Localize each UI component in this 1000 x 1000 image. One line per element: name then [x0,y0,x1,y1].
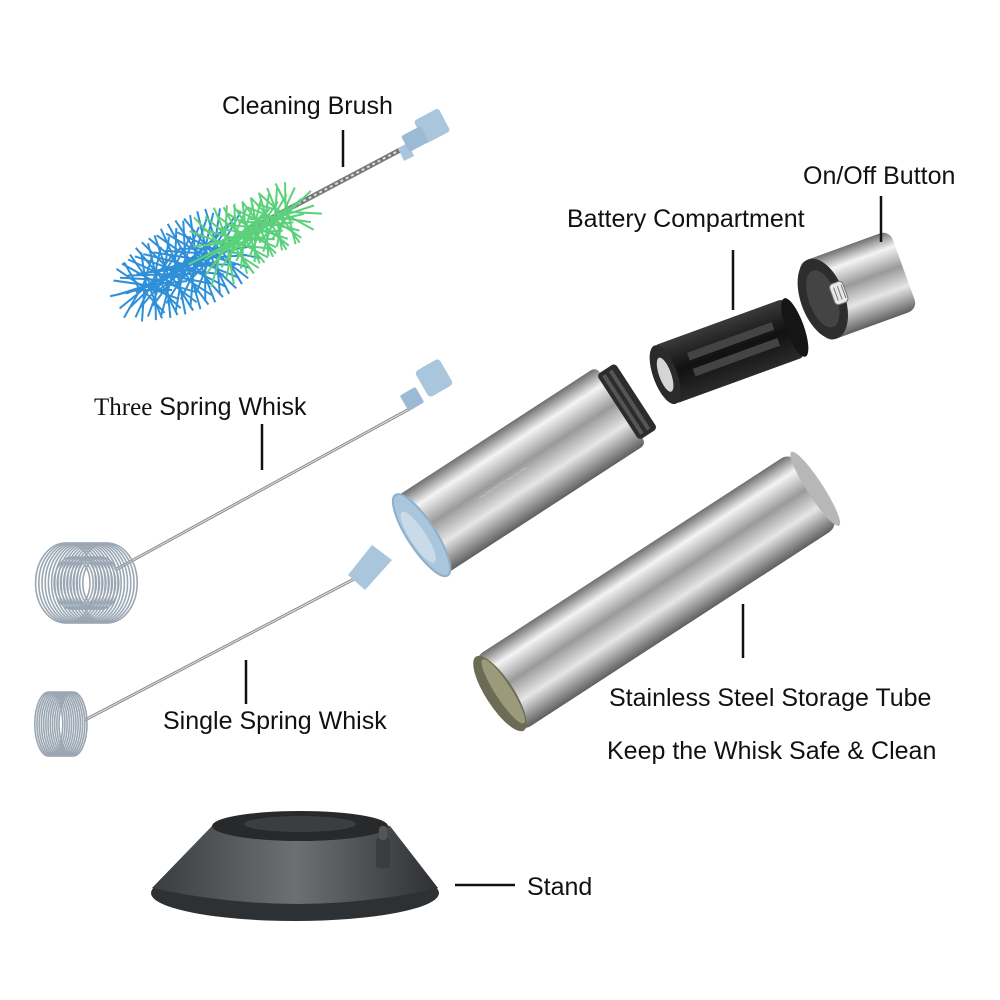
label-stand: Stand [527,873,593,901]
label-three-spring-whisk-rest: Spring Whisk [159,393,307,421]
bristle [222,206,241,239]
bristle [249,197,259,230]
bristle [241,202,248,235]
motor-body: ~~~~~~~ [391,364,656,578]
bristle [233,203,237,241]
label-three-spring-whisk-first: Three [94,394,153,421]
on-off-cap [797,232,916,340]
bristle [262,193,270,226]
bristle [174,267,185,313]
label-battery-compartment: Battery Compartment [567,205,805,233]
label-single-spring-whisk: Single Spring Whisk [163,707,387,735]
bristle [193,241,232,248]
cleaning-brush [109,109,450,322]
bristle [212,207,231,245]
bristle [204,239,237,261]
bristle [225,244,235,285]
brush-handle [398,109,450,161]
bristle [175,270,187,315]
bristle [259,193,285,217]
stand [151,811,439,921]
battery-compartment [649,298,809,405]
bristle [273,187,279,220]
three-spring-whisk [34,359,453,624]
bristle [165,263,191,304]
bristle [249,215,282,221]
bristle [225,241,235,279]
bristle [146,265,187,292]
bristle [275,215,285,247]
label-three-spring-whisk: Three Spring Whisk [94,393,307,421]
storage-tube [473,451,841,732]
bristle [119,276,160,281]
bristle [165,249,210,255]
bristle [289,211,323,215]
bristle [287,190,312,214]
bristle [189,230,228,246]
bristle [159,259,198,290]
whisk-coil-triple [34,542,138,624]
bristle [173,227,178,272]
bristle [262,220,274,252]
single-spring-whisk [33,545,392,757]
label-storage-tube-caption: Keep the Whisk Safe & Clean [607,737,937,765]
bristle [178,247,221,250]
bristle [202,212,215,258]
label-storage-tube: Stainless Steel Storage Tube [609,684,932,712]
spring-loop [82,556,120,610]
bristle [127,273,171,277]
pointer-lines [244,130,883,887]
bristle [266,187,281,219]
bristle [257,213,287,232]
bristle [215,250,221,294]
bristle [284,182,287,215]
bristle [263,224,290,247]
bristle [232,204,252,233]
label-cleaning-brush: Cleaning Brush [222,92,393,120]
bristle [153,251,199,261]
bristle [188,245,226,266]
bristle [208,253,230,295]
bristle [232,228,259,252]
bristle [245,219,276,235]
whisk-coil-single [33,691,88,757]
bristle [189,261,196,308]
bristle [274,183,291,213]
spring-loop [58,691,88,757]
bristle [152,269,180,307]
bristle [135,271,176,294]
bristle [241,204,255,238]
brush-bristles [109,182,323,322]
bristle [113,279,149,287]
bristle [271,211,291,240]
bristle [220,233,248,255]
bristle [128,280,159,309]
bristle [285,213,315,231]
bristle [274,219,302,239]
bristle [286,212,297,245]
bristle [256,203,289,215]
bristle [258,217,280,244]
bristle [136,267,182,276]
bristle [227,224,260,229]
label-on-off-button: On/Off Button [803,162,956,190]
bristle [173,254,209,287]
bristle [204,243,230,276]
